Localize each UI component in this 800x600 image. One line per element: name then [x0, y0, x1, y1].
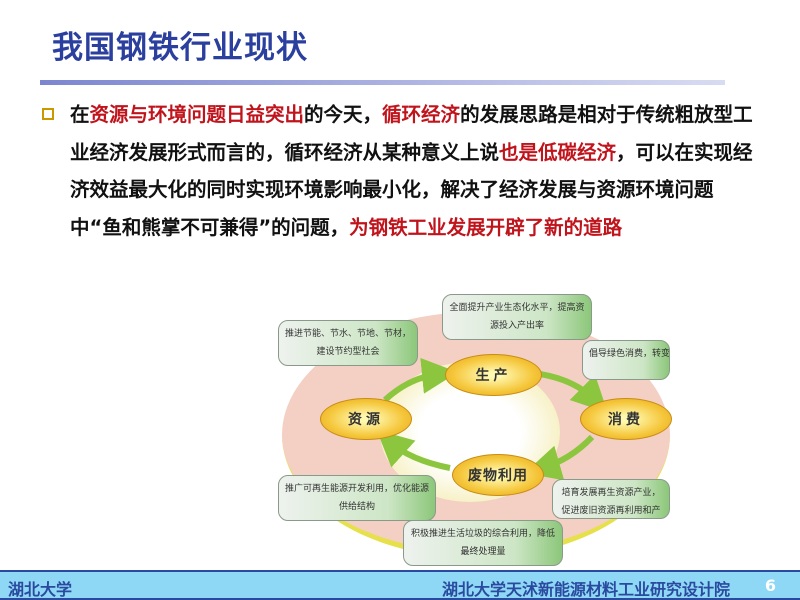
bubble-resource: 推进节能、节水、节地、节材，建设节约型社会 — [278, 320, 418, 366]
highlight: 资源与环境问题日益突出 — [89, 103, 305, 126]
body-paragraph: 在资源与环境问题日益突出的今天，循环经济的发展思路是相对于传统粗放型工业经济发展… — [70, 96, 760, 246]
highlight: 为钢铁工业发展开辟了新的道路 — [349, 215, 623, 239]
bubble-consumption: 倡导绿色消费，转变传统消费模式 — [582, 340, 670, 380]
footer-university: 湖北大学 — [8, 580, 73, 599]
highlight: 也是低碳经济 — [499, 140, 617, 164]
text: 在 — [70, 103, 90, 126]
bubble-recycling-industry: 培育发展再生资源产业，促进废旧资源再利用和产业化 — [552, 479, 670, 519]
bubble-energy: 推广可再生能源开发利用，优化能源供给结构 — [278, 475, 436, 521]
highlight: 循环经济 — [382, 103, 461, 126]
bullet-square-icon — [42, 108, 54, 120]
page-number: 6 — [764, 576, 776, 595]
bubble-production: 全面提升产业生态化水平，提高资源投入产出率 — [442, 294, 592, 340]
footer-bar: 湖北大学 湖北大学天沭新能源材料工业研究设计院 6 — [0, 570, 800, 600]
circular-economy-diagram: 生产 资源 消费 废物利用 全面提升产业生态化水平，提高资源投入产出率 推进节能… — [270, 292, 672, 566]
node-consumption: 消费 — [580, 398, 672, 440]
text: 的发展思路是相对于传统粗放型工业经济发展形式而言的，循环经济从某种意义上说 — [70, 103, 753, 164]
bubble-waste: 积极推进生活垃圾的综合利用，降低最终处理量 — [403, 520, 563, 566]
text: ，可以在实现经济效益最大化的同时实现环境影响最小化，解决了经济发展与资源环境问题… — [70, 140, 753, 239]
cycle-arrows-icon — [376, 357, 608, 481]
footer-institute: 湖北大学天沭新能源材料工业研究设计院 — [441, 580, 730, 599]
text: 的今天， — [304, 103, 383, 126]
node-resource: 资源 — [320, 398, 412, 440]
node-waste-utilization: 废物利用 — [452, 454, 544, 496]
slide-title: 我国钢铁行业现状 — [52, 30, 308, 66]
node-production: 生产 — [445, 354, 542, 396]
title-underline — [40, 80, 725, 85]
